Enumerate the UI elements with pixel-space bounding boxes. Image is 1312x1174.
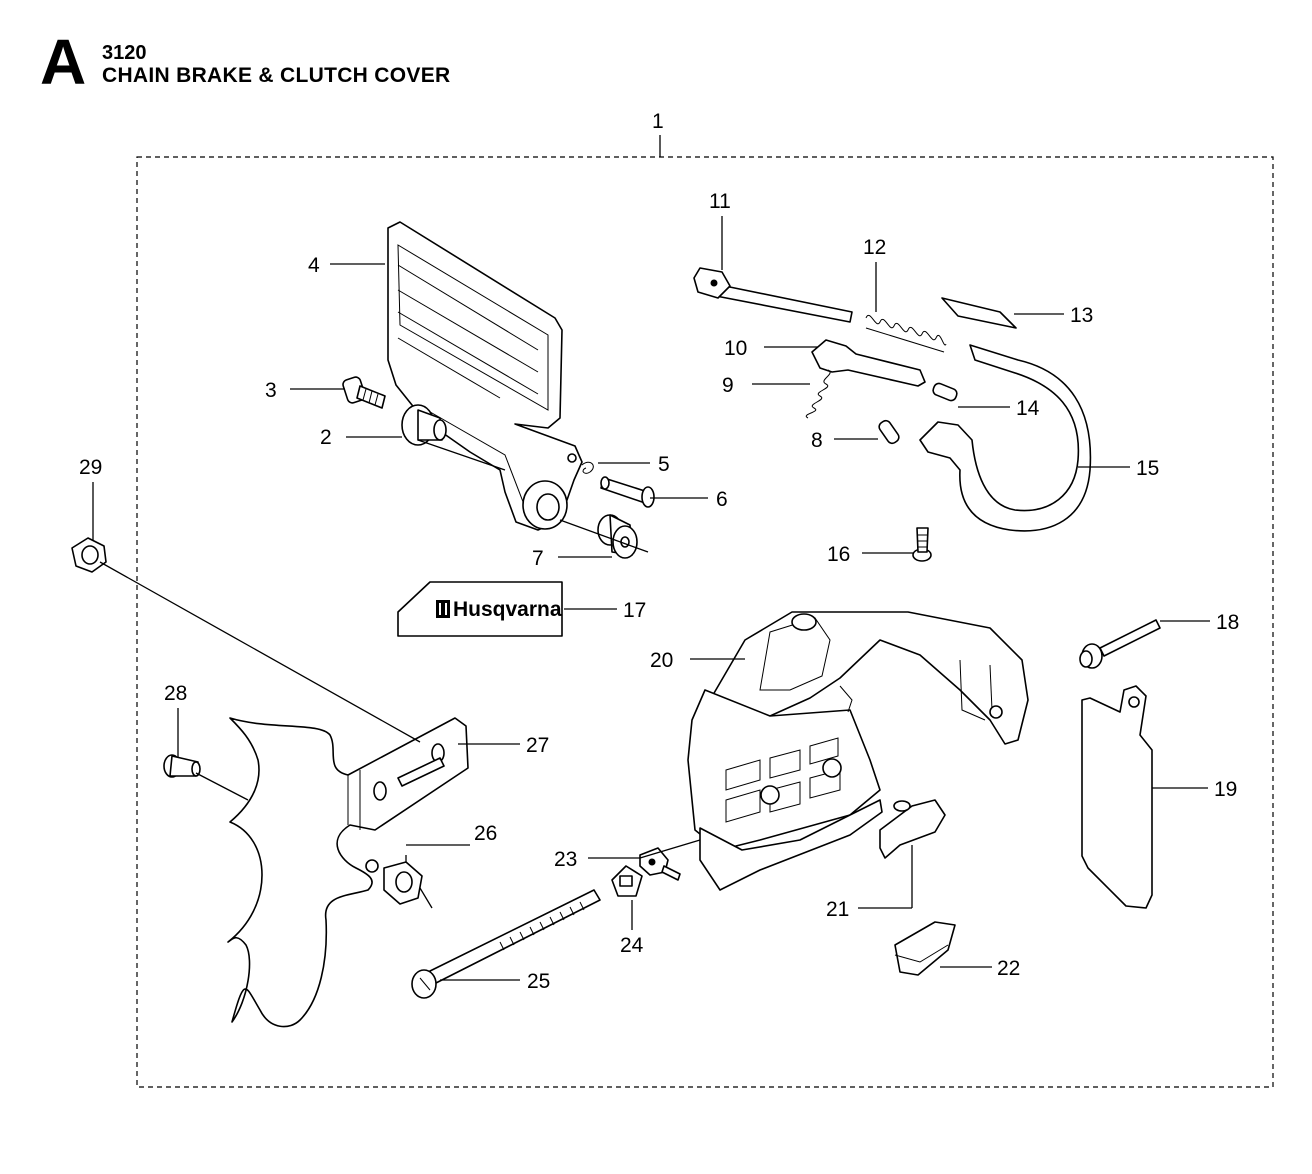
callout-25: 25 [527, 970, 550, 993]
knob-part-22 [894, 921, 956, 976]
bumper-spike-part-27 [227, 717, 469, 1028]
leader-lines [92, 216, 1210, 981]
callout-labels: 1 2 3 4 5 6 7 8 9 10 11 12 13 14 15 16 1… [79, 110, 1239, 993]
callout-16: 16 [827, 543, 850, 566]
callout-19: 19 [1214, 778, 1237, 801]
screw-part-16 [912, 527, 932, 562]
spring-part-9 [805, 369, 831, 419]
callout-7: 7 [532, 547, 544, 570]
plate-part-19 [1081, 685, 1153, 909]
callout-15: 15 [1136, 457, 1159, 480]
pin-part-14 [932, 382, 958, 402]
spring-clip-part-5 [581, 461, 594, 474]
bushing-part-7 [597, 514, 638, 559]
nut-part-24 [611, 865, 643, 897]
pin-part-8 [878, 419, 900, 445]
husqvarna-decal-part-17 [397, 581, 563, 637]
callout-22: 22 [997, 957, 1020, 980]
callout-11: 11 [709, 190, 731, 213]
callout-9: 9 [722, 374, 734, 397]
callout-10: 10 [724, 337, 747, 360]
wedge-part-13 [941, 297, 1017, 329]
nut-part-26 [383, 861, 423, 905]
callout-8: 8 [811, 429, 823, 452]
callout-24: 24 [620, 934, 644, 957]
callout-12: 12 [863, 236, 886, 259]
model-number: 3120 [102, 42, 147, 64]
nut-part-29 [71, 537, 107, 573]
bushing-part-2 [401, 404, 447, 446]
callout-29: 29 [79, 456, 102, 479]
assembly-boundary [136, 156, 1274, 1088]
callout-18: 18 [1216, 611, 1239, 634]
rod-part-11 [693, 267, 853, 323]
knob-part-21 [879, 799, 946, 859]
adjuster-nut-part-23 [639, 847, 681, 881]
callout-2: 2 [320, 426, 332, 449]
callout-23: 23 [554, 848, 577, 871]
callout-21: 21 [826, 898, 849, 921]
callout-17: 17 [623, 599, 646, 622]
callout-4: 4 [308, 254, 320, 277]
brake-handle-part-4 [387, 221, 583, 531]
callout-6: 6 [716, 488, 728, 511]
callout-13: 13 [1070, 304, 1093, 327]
lever-part-10 [811, 339, 926, 387]
callout-3: 3 [265, 379, 277, 402]
callout-1: 1 [652, 110, 664, 133]
decal-brand-text: Husqvarna [453, 598, 562, 621]
bolt-part-18 [1079, 619, 1161, 669]
callout-28: 28 [164, 682, 187, 705]
callout-26: 26 [474, 822, 497, 845]
screw-part-28 [163, 754, 201, 778]
clutch-cover-part-20 [687, 611, 1029, 891]
callout-5: 5 [658, 453, 670, 476]
page-title: CHAIN BRAKE & CLUTCH COVER [102, 64, 451, 87]
pin-part-6 [600, 476, 655, 508]
adjuster-screw-part-25 [411, 889, 601, 999]
callout-27: 27 [526, 734, 549, 757]
callout-20: 20 [650, 649, 673, 672]
screw-part-3 [342, 376, 386, 409]
section-letter: A [40, 26, 87, 98]
callout-14: 14 [1016, 397, 1040, 420]
spring-part-12 [865, 315, 947, 353]
brake-band-part-15 [919, 344, 1092, 532]
